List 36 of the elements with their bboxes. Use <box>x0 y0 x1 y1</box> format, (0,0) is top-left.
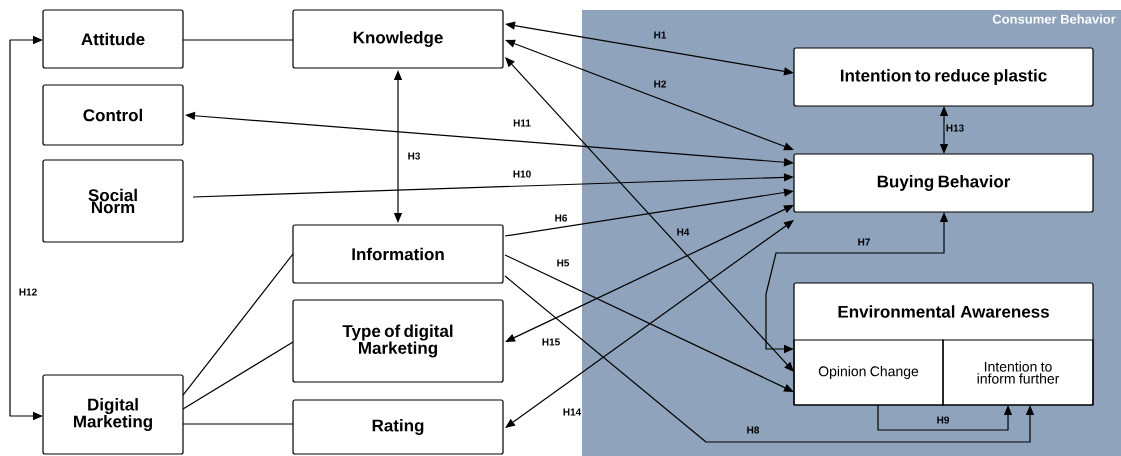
process-box: Rating <box>292 399 504 455</box>
arrow <box>505 205 794 342</box>
edge-label: H13 <box>944 123 966 133</box>
edge-label: H5 <box>555 258 571 268</box>
process-box: Control <box>42 84 184 146</box>
edge-label: H1 <box>652 30 668 40</box>
connector-line <box>182 253 294 396</box>
edge-label: H14 <box>561 407 583 417</box>
process-box: Type of digital Marketing <box>292 299 504 383</box>
arrow <box>505 39 794 151</box>
connector-line <box>182 39 294 41</box>
process-box: Digital Marketing <box>42 374 184 455</box>
connector-line <box>182 341 294 410</box>
connector-line <box>182 423 294 425</box>
process-box: Information <box>292 224 504 284</box>
table-cell: Intention to inform further <box>942 339 1094 406</box>
edge-label: H12 <box>17 287 39 297</box>
edge-label: H4 <box>675 227 691 237</box>
edge-label: H3 <box>406 151 422 161</box>
table-cell: Opinion Change <box>793 339 944 406</box>
process-box: Intention to reduce plastic <box>793 47 1094 107</box>
edge-label: H9 <box>935 415 951 425</box>
process-box: Attitude <box>42 9 184 69</box>
process-box: Knowledge <box>292 9 504 69</box>
process-box: Social Norm <box>42 159 184 243</box>
edge-label: H8 <box>745 425 761 435</box>
edge-label: H15 <box>540 337 562 347</box>
process-box: Buying Behavior <box>793 153 1094 213</box>
arrow <box>505 57 794 372</box>
edge-label: H10 <box>511 169 533 179</box>
arrow <box>505 220 794 428</box>
edge-label: H11 <box>512 118 532 128</box>
edge-label: H6 <box>553 213 569 223</box>
edge-label: H2 <box>652 79 668 89</box>
arrow <box>504 254 794 392</box>
edge-label: H7 <box>856 237 872 247</box>
